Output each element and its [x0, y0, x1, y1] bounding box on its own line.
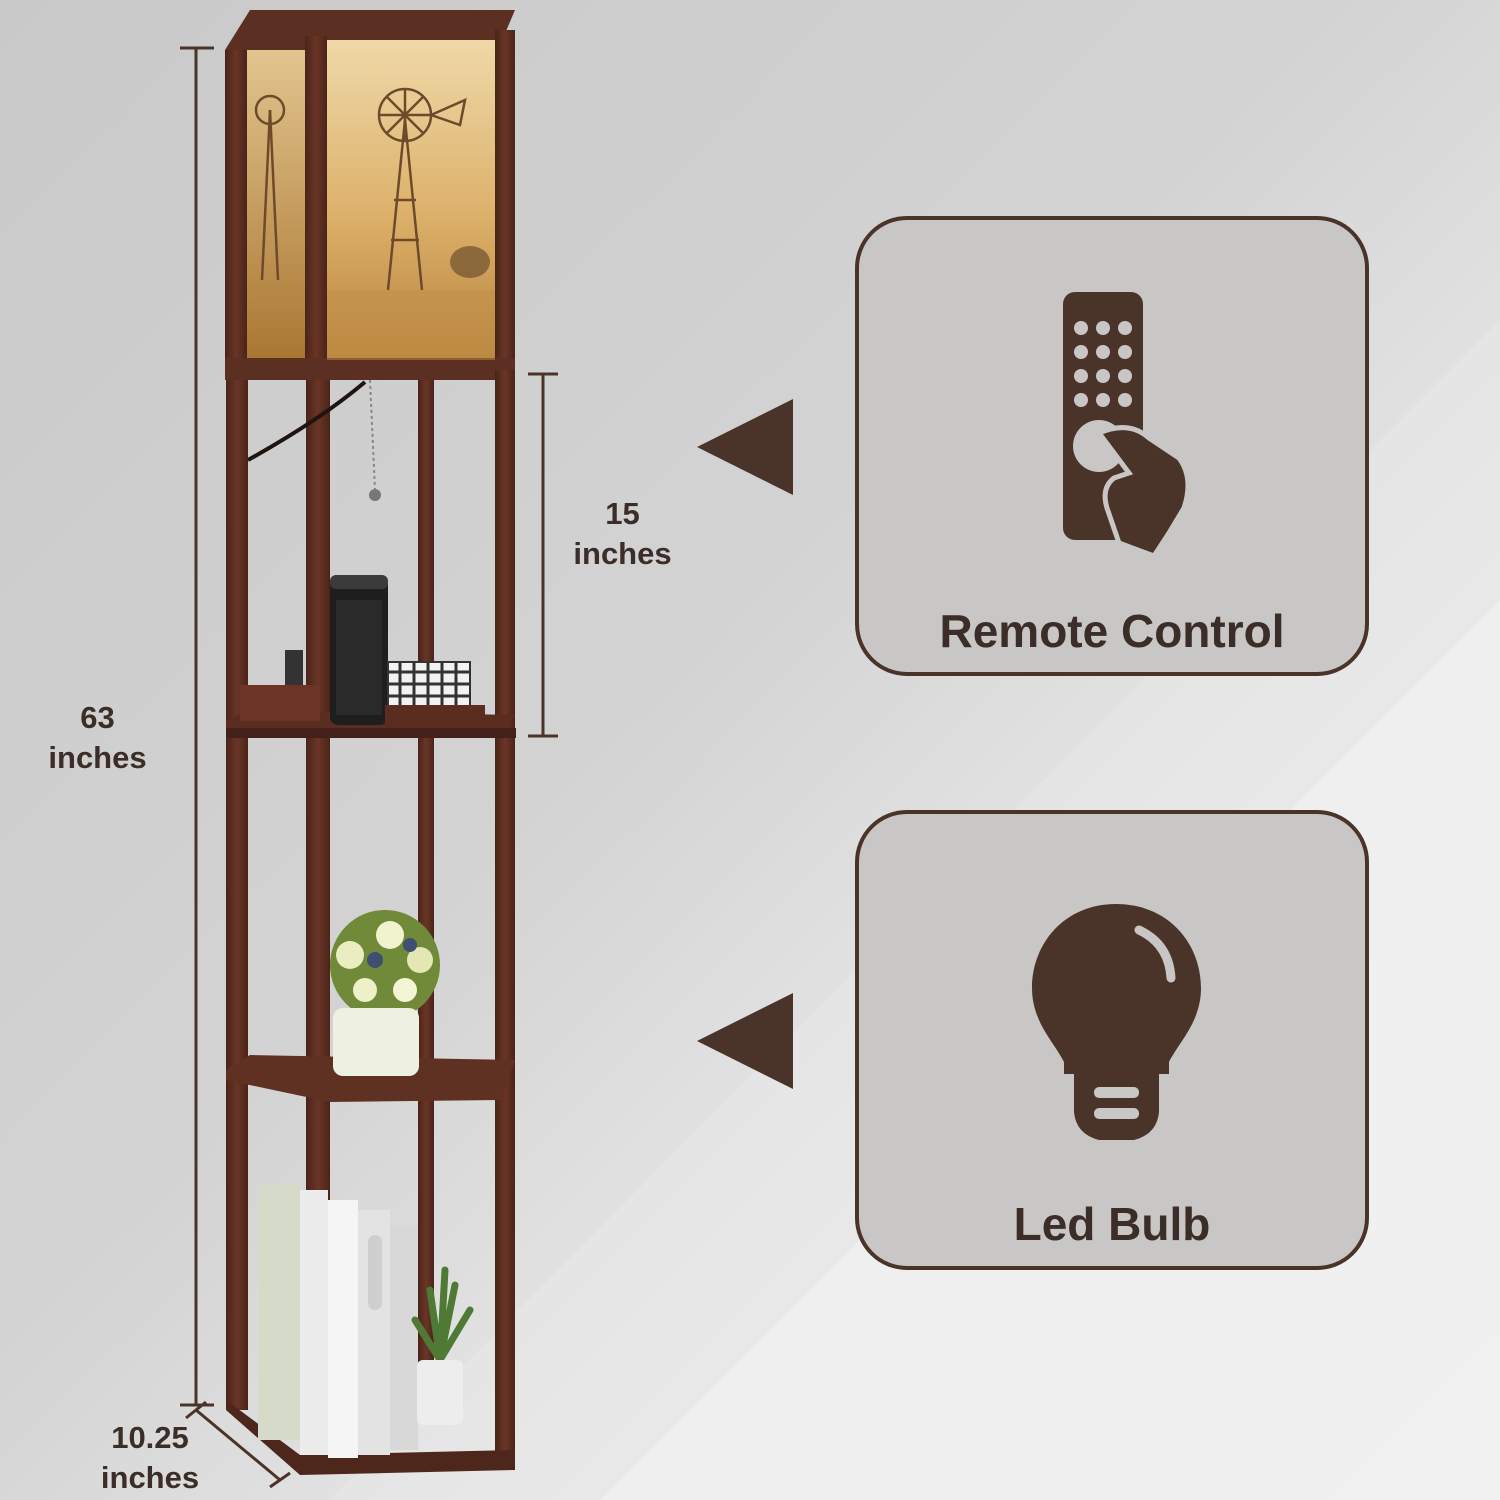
base-width-unit: inches [100, 1460, 200, 1495]
pull-chain [247, 379, 381, 501]
feature-label-remote-control: Remote Control [939, 605, 1285, 657]
remote-control-icon [1063, 292, 1191, 560]
flower-vase [330, 910, 440, 1076]
shelf-middle [226, 1055, 515, 1102]
pointer-arrow-bulb [697, 993, 793, 1089]
smart-speaker [330, 575, 388, 725]
feature-card-led-bulb: Led Bulb [855, 810, 1369, 1270]
height-unit: inches [48, 740, 147, 775]
chess-board-charger [385, 661, 485, 723]
windmill-illustration [254, 87, 467, 291]
shelf-gap-value: 15 [605, 496, 640, 531]
lamp-post-rear-left [226, 380, 248, 1410]
phone-on-shelf [240, 650, 320, 721]
books [258, 1185, 418, 1458]
shelf-gap-unit: inches [573, 536, 672, 571]
potted-plant [411, 1266, 474, 1425]
lamp-post-rear-right [418, 380, 434, 1410]
height-dimension-label: 63 inches [30, 698, 165, 778]
led-bulb-icon [1032, 904, 1201, 1140]
feature-card-remote-control: Remote Control [855, 216, 1369, 676]
base-width-value: 10.25 [111, 1420, 189, 1455]
shelf-gap-dimension-label: 15 inches [555, 494, 690, 574]
feature-label-led-bulb: Led Bulb [1013, 1198, 1211, 1250]
shelf-bottom [226, 1400, 515, 1475]
pointer-arrow-remote [697, 399, 793, 495]
lamp-shade [225, 10, 515, 380]
base-width-dimension-label: 10.25 inches [80, 1418, 220, 1498]
lamp-post-front-right [495, 370, 515, 1470]
height-value: 63 [80, 700, 115, 735]
